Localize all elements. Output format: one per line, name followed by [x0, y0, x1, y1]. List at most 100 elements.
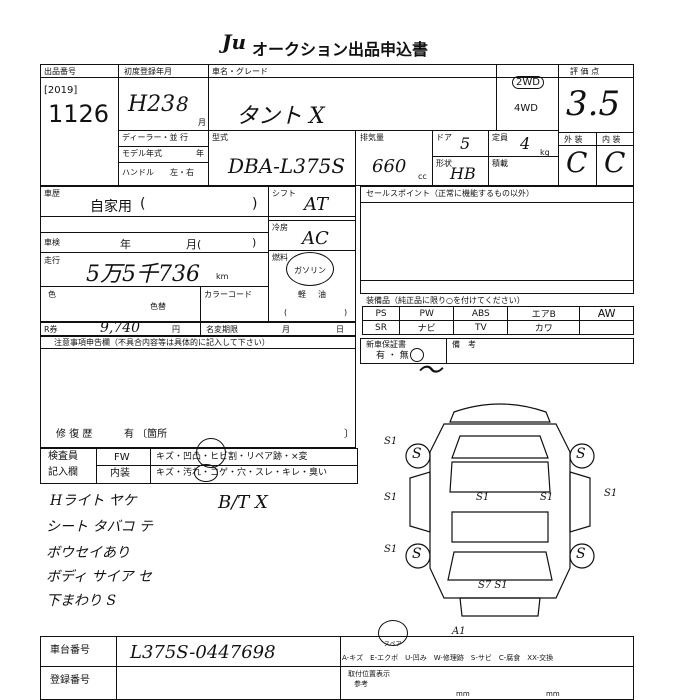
- shift-value: AT: [304, 194, 329, 215]
- model-year-label: モデル年式: [122, 149, 162, 158]
- recycle-label: R券: [44, 325, 58, 334]
- form-title: オークション出品申込書: [252, 40, 429, 59]
- damage-mark: S7 S1: [478, 580, 508, 591]
- interior-options: キズ・汚れ・コゲ・穴・スレ・キレ・臭い: [156, 468, 328, 478]
- fw-options: キズ・凹凸・ヒビ割・リペア跡・×変: [156, 452, 308, 462]
- equipment-cell: ABS: [453, 306, 509, 321]
- ac-label: 冷房: [272, 223, 288, 232]
- handwritten-line: 下まわり S: [46, 593, 117, 609]
- reg-label: 登録番号: [50, 675, 90, 686]
- chassis-label: 車台番号: [50, 645, 90, 656]
- inspection-label: 検査員: [48, 451, 78, 462]
- repair-value: 有 〔箇所: [124, 429, 168, 440]
- first-reg-label: 初度登録年月: [124, 67, 172, 76]
- drive-2wd: 2WD: [512, 76, 544, 89]
- name-change-day: 日: [336, 325, 344, 334]
- type-value: DBA-L375S: [228, 154, 346, 178]
- fw-label: FW: [114, 452, 130, 463]
- warranty-box: [360, 338, 634, 364]
- door-label: ドア: [436, 133, 452, 142]
- km-unit: km: [216, 272, 229, 281]
- car-name-value: タント X: [236, 104, 325, 129]
- drive-4wd: 4WD: [514, 103, 538, 114]
- handle-label: ハンドル: [122, 168, 154, 177]
- recycle-row: [40, 322, 356, 336]
- wheel-mark: S: [412, 446, 422, 462]
- mileage-value: 5万5千736: [86, 262, 200, 287]
- entry-label: 記入欄: [48, 467, 78, 478]
- equipment-cell: PW: [399, 306, 455, 321]
- car-diagram: [405, 403, 595, 617]
- chassis-value: L375S-0447698: [130, 642, 276, 663]
- ref-label1: 取付位置表示: [348, 670, 390, 678]
- int-check-circle: [194, 464, 218, 482]
- handwritten-line: シート タバコ テ: [46, 519, 153, 535]
- color-code-label: カラーコード: [204, 290, 252, 299]
- damage-mark: S1: [384, 492, 398, 503]
- warranty-circle: [410, 348, 424, 362]
- fuel-paren: (: [284, 308, 288, 317]
- ac-value: AC: [302, 228, 329, 249]
- notes-mark: ～: [416, 356, 443, 386]
- handwritten-line: ボディ サイア セ: [46, 569, 152, 585]
- displacement-value: 660: [372, 156, 407, 177]
- damage-mark: S1: [540, 492, 554, 503]
- damage-mark: S1: [384, 436, 398, 447]
- history-value: 自家用: [90, 199, 132, 215]
- displacement-label: 排気量: [360, 133, 384, 142]
- wheel-circle: [405, 543, 431, 569]
- history-paren: (: [140, 196, 146, 212]
- name-change-label: 名変期限: [206, 325, 238, 334]
- month-mark: 月: [198, 118, 206, 127]
- fuel-light-oil: 軽: [298, 290, 306, 299]
- equipment-cell: SR: [361, 320, 401, 335]
- wheel-mark: S: [576, 546, 586, 562]
- damage-mark: S1: [384, 544, 398, 555]
- wheel-circle: [569, 443, 595, 469]
- fuel-label: 燃料: [272, 253, 288, 262]
- damage-mark: S1: [476, 492, 490, 503]
- name-change-month: 月: [282, 325, 290, 334]
- fw-check-circle: [196, 438, 226, 468]
- repair-close: 〕: [344, 429, 354, 440]
- equipment-label: 装備品（純正品に限り○を付けてください）: [366, 296, 525, 305]
- shaken-close: ): [252, 236, 257, 249]
- interior-label: 内 装: [602, 135, 621, 144]
- door-value: 5: [460, 134, 471, 153]
- ref-unit: mm: [456, 690, 470, 698]
- shift-label: シフト: [272, 189, 296, 198]
- color-change-label: 色替: [150, 302, 166, 311]
- fuel-oil: 油: [318, 290, 326, 299]
- shape-label: 形状: [436, 159, 452, 168]
- legend: A-キズ E-エクボ U-凹み W-修理跡 S-サビ C-腐食 XX-交換: [342, 654, 554, 662]
- wheel-circle: [405, 443, 431, 469]
- equipment-cell: エアB: [507, 306, 581, 321]
- wheel-mark: S: [576, 446, 586, 462]
- sales-point-label: セールスポイント（正常に機能するもの以外）: [366, 189, 534, 198]
- kg-unit: kg: [540, 148, 550, 157]
- equipment-cell: TV: [453, 320, 509, 335]
- load-label: 積載: [492, 159, 508, 168]
- capacity-label: 定員: [492, 133, 508, 142]
- type-label: 型式: [212, 133, 228, 142]
- mileage-label: 走行: [44, 256, 60, 265]
- recycle-value: 9,740: [100, 320, 141, 336]
- equipment-cell: カワ: [507, 320, 581, 335]
- fuel-gasoline: ガソリン: [294, 266, 326, 275]
- ref-unit: mm: [546, 690, 560, 698]
- wheel-circle: [569, 543, 595, 569]
- remarks-label: 備 考: [452, 340, 476, 349]
- fuel-circle: [286, 252, 334, 286]
- shaken-label: 車検: [44, 238, 60, 247]
- top-section: [40, 64, 634, 186]
- equipment-cell: ナビ: [399, 320, 455, 335]
- new-car-warranty-label: 新車保証書: [366, 340, 406, 349]
- year-code: [2019]: [44, 85, 78, 96]
- handwritten-interior: B/T X: [218, 492, 268, 513]
- handwritten-line: Hライト ヤケ: [50, 493, 137, 509]
- damage-mark: S1: [604, 488, 618, 499]
- history-paren-close: ): [252, 196, 258, 212]
- handle-options: 左・右: [170, 168, 194, 177]
- interior-grade: C: [604, 146, 626, 179]
- exterior-grade: C: [566, 146, 588, 179]
